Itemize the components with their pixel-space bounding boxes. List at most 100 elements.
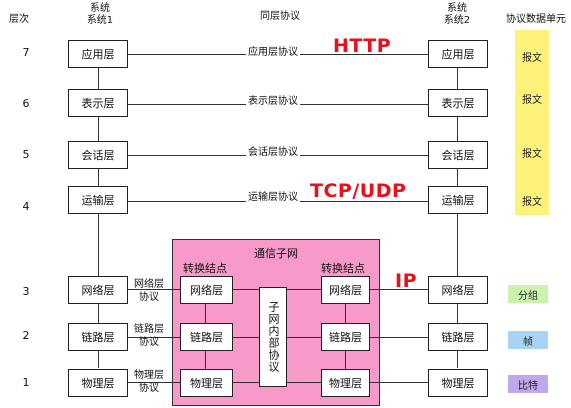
pdu-presentation-label: 报文 — [522, 94, 542, 106]
system2-vertical-connector — [457, 68, 458, 368]
pdu-physical-label: 比特 — [518, 380, 538, 392]
system1-transport-layer: 运输层 — [68, 186, 128, 214]
system1-session-layer-label: 会话层 — [81, 149, 115, 162]
link-line-left — [128, 337, 180, 338]
subnet-left-physical-layer-label: 物理层 — [190, 377, 223, 390]
system2-link-layer-label: 链路层 — [441, 331, 475, 344]
pdu-session: 报文 — [515, 144, 549, 160]
subnet-node-left-label: 转换结点 — [183, 262, 227, 275]
subnet-left-physical-layer: 物理层 — [180, 369, 233, 397]
system1-vertical-connector — [98, 68, 99, 368]
subnet-node-right-label: 转换结点 — [321, 262, 365, 275]
system1-network-layer: 网络层 — [68, 276, 128, 304]
subnet-internal-protocol: 子网内部协议 — [259, 287, 287, 387]
physical-protocol-label: 物理层 协议 — [127, 369, 171, 395]
layer-column-header: 层次 — [9, 14, 29, 25]
tcp-udp-annotation: TCP/UDP — [310, 180, 407, 202]
physical-protocol-label-line1: 物理层 — [134, 370, 164, 381]
link-line-right — [370, 337, 428, 338]
system1-session-layer: 会话层 — [68, 141, 128, 169]
system2-network-layer: 网络层 — [428, 276, 488, 304]
physical-line-right — [370, 382, 428, 383]
link-protocol-label-line2: 协议 — [139, 337, 159, 348]
system2-transport-layer: 运输层 — [428, 186, 488, 214]
subnet-left-network-layer-label: 网络层 — [190, 284, 223, 297]
network-line-left — [128, 289, 180, 290]
level-4: 4 — [22, 200, 30, 213]
pdu-network: 分组 — [508, 285, 548, 303]
http-annotation: HTTP — [333, 35, 392, 57]
pdu-message-band — [515, 30, 549, 215]
subnet-right-network-layer-label: 网络层 — [329, 284, 362, 297]
network-line-right — [370, 289, 428, 290]
system1-header-line1: 系统 — [90, 3, 110, 14]
subnet-right-physical-layer: 物理层 — [321, 369, 370, 397]
system1-link-layer-label: 链路层 — [81, 331, 115, 344]
subnet-left-link-layer: 链路层 — [180, 323, 233, 351]
system2-network-layer-label: 网络层 — [441, 284, 475, 297]
level-1: 1 — [22, 376, 30, 389]
transport-protocol-label: 运输层协议 — [246, 188, 300, 203]
system1-transport-layer-label: 运输层 — [81, 194, 115, 207]
level-2: 2 — [22, 329, 30, 342]
system2-physical-layer-label: 物理层 — [441, 377, 475, 390]
pdu-transport: 报文 — [515, 192, 549, 208]
pdu-application: 报文 — [515, 48, 549, 64]
system2-session-layer-label: 会话层 — [441, 149, 475, 162]
subnet-title: 通信子网 — [254, 247, 298, 260]
pdu-network-label: 分组 — [518, 290, 538, 302]
system1-header-line2: 系统1 — [86, 15, 114, 26]
system1-application-layer: 应用层 — [68, 40, 128, 68]
system1-physical-layer: 物理层 — [68, 369, 128, 397]
subnet-internal-protocol-label: 子网内部协议 — [267, 301, 280, 373]
subnet-right-link-layer-label: 链路层 — [329, 331, 362, 344]
network-protocol-label-line2: 协议 — [139, 292, 159, 303]
subnet-right-physical-layer-label: 物理层 — [329, 377, 362, 390]
pdu-link-label: 帧 — [523, 336, 533, 348]
peer-protocol-header: 同层协议 — [260, 11, 300, 22]
session-protocol-label: 会话层协议 — [246, 143, 300, 158]
network-protocol-label: 网络层 协议 — [127, 278, 171, 304]
ip-annotation: IP — [395, 270, 417, 292]
subnet-right-network-layer: 网络层 — [321, 276, 370, 304]
system2-application-layer: 应用层 — [428, 40, 488, 68]
physical-line-left — [128, 382, 180, 383]
level-3: 3 — [22, 285, 30, 298]
application-protocol-label: 应用层协议 — [246, 43, 300, 58]
pdu-column-header: 协议数据单元 — [506, 14, 566, 25]
system2-session-layer: 会话层 — [428, 141, 488, 169]
system1-link-layer: 链路层 — [68, 323, 128, 351]
pdu-link: 帧 — [508, 331, 548, 349]
system1-application-layer-label: 应用层 — [81, 48, 115, 61]
subnet-left-network-layer: 网络层 — [180, 276, 233, 304]
subnet-left-link-layer-label: 链路层 — [190, 331, 223, 344]
network-protocol-label-line1: 网络层 — [134, 279, 164, 290]
subnet-right-link-layer: 链路层 — [321, 323, 370, 351]
system2-physical-layer: 物理层 — [428, 369, 488, 397]
system2-application-layer-label: 应用层 — [441, 48, 475, 61]
level-6: 6 — [22, 97, 30, 110]
system1-presentation-layer: 表示层 — [68, 89, 128, 117]
pdu-physical: 比特 — [508, 375, 548, 393]
system2-header: 系统 系统2 — [427, 3, 487, 27]
system2-header-line2: 系统2 — [443, 15, 471, 26]
system1-network-layer-label: 网络层 — [81, 284, 115, 297]
pdu-application-label: 报文 — [522, 52, 542, 64]
pdu-session-label: 报文 — [522, 148, 542, 160]
pdu-presentation: 报文 — [515, 90, 549, 106]
system2-link-layer: 链路层 — [428, 323, 488, 351]
system2-transport-layer-label: 运输层 — [441, 194, 475, 207]
system2-header-line1: 系统 — [447, 3, 467, 14]
system2-presentation-layer-label: 表示层 — [441, 97, 475, 110]
link-protocol-label: 链路层 协议 — [127, 323, 171, 349]
system1-header: 系统 系统1 — [70, 3, 130, 27]
level-5: 5 — [22, 148, 30, 161]
presentation-protocol-label: 表示层协议 — [246, 92, 300, 107]
level-7: 7 — [22, 46, 30, 59]
physical-protocol-label-line2: 协议 — [139, 383, 159, 394]
system1-physical-layer-label: 物理层 — [81, 377, 115, 390]
system2-presentation-layer: 表示层 — [428, 89, 488, 117]
system1-presentation-layer-label: 表示层 — [81, 97, 115, 110]
pdu-transport-label: 报文 — [522, 196, 542, 208]
link-protocol-label-line1: 链路层 — [134, 324, 164, 335]
